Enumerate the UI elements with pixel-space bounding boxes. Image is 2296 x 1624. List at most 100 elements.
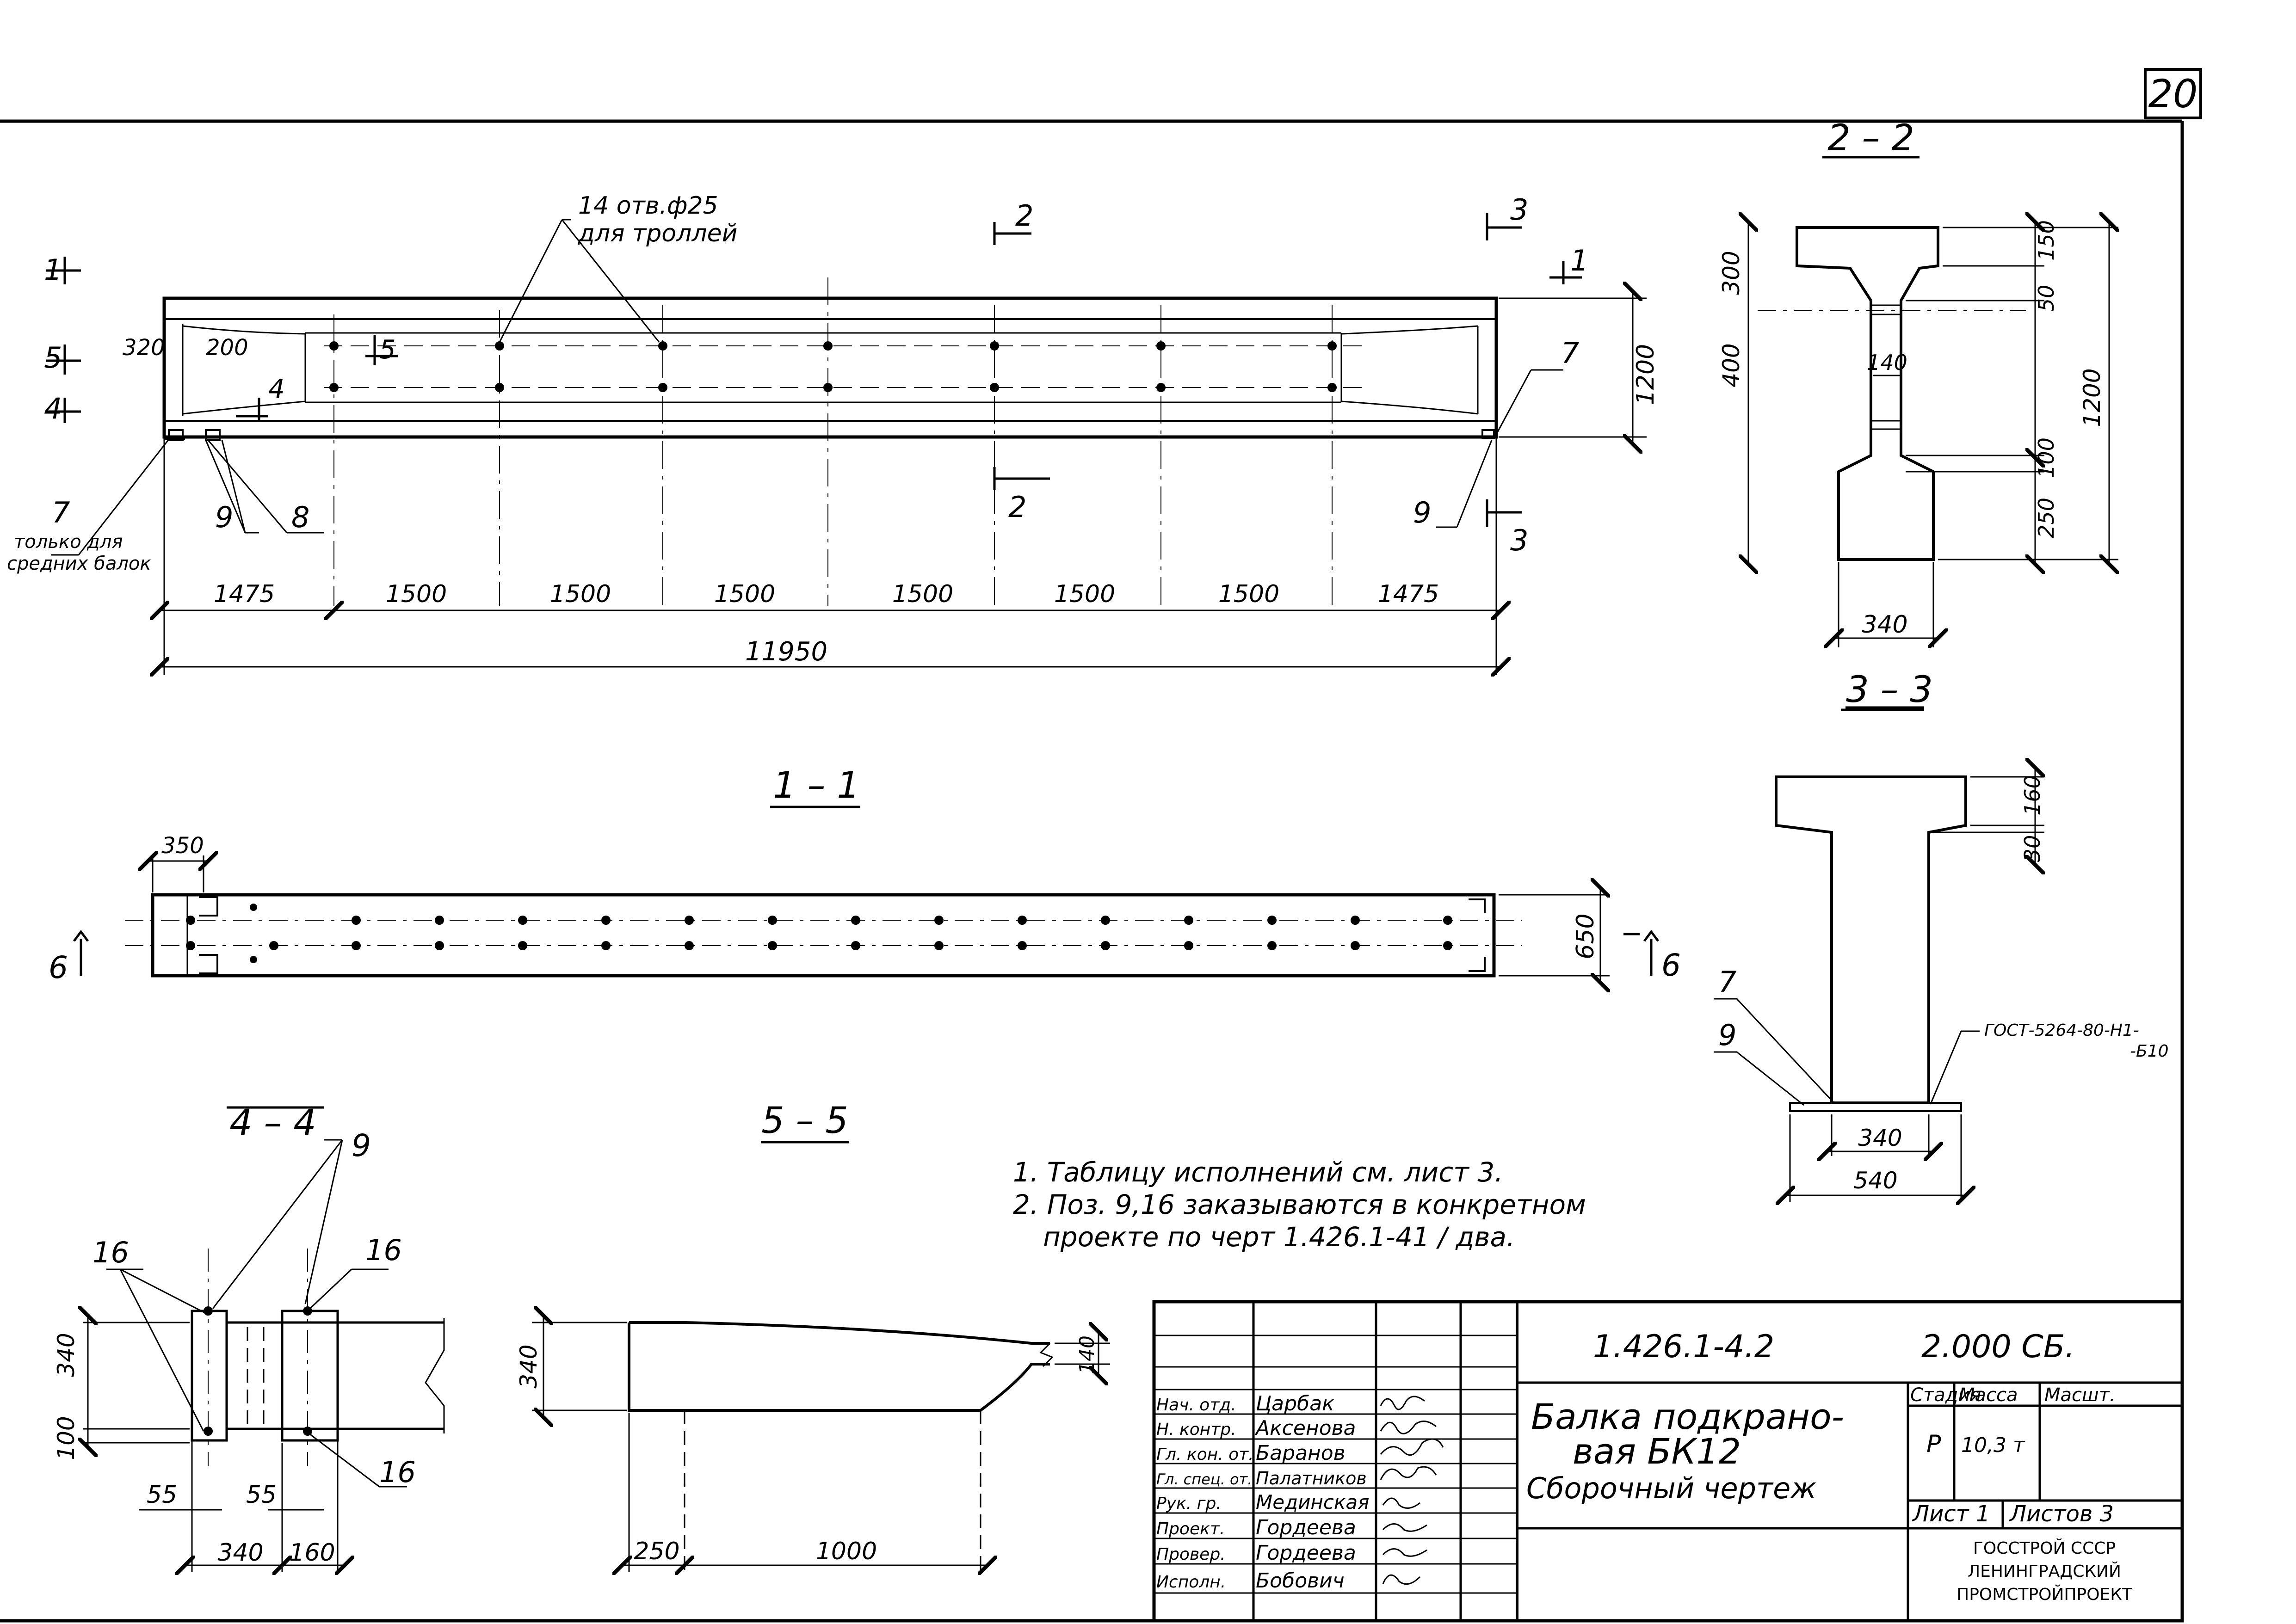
holes-note-2: для троллей — [578, 220, 737, 247]
dim-320: 320 — [123, 335, 165, 361]
signer-role: Исполн. — [1156, 1573, 1226, 1592]
weld-gost-1: ГОСТ-5264-80-Н1- — [1984, 1021, 2139, 1040]
dim-2-50: 50 — [2034, 285, 2059, 312]
mark-6-right: 6 — [1661, 947, 1681, 983]
drawing-name-1: Балка подкрано- — [1531, 1396, 1844, 1437]
dim-4-55-left: 55 — [147, 1481, 177, 1509]
dim-5-1000: 1000 — [816, 1538, 877, 1565]
pos-9-left: 9 — [215, 500, 233, 534]
dim-4-100: 100 — [53, 1416, 80, 1460]
holes-note-1: 14 отв.ф25 — [578, 192, 718, 220]
mark-section-4-inner: 4 — [268, 374, 285, 404]
dim-4-340-bottom: 340 — [217, 1539, 263, 1567]
section-5-5-title: 5 – 5 — [761, 1100, 848, 1142]
dim-2-300: 300 — [1718, 251, 1745, 295]
title-block — [1152, 1300, 2184, 1623]
dim-3-160: 160 — [2020, 775, 2045, 816]
pos-7-right: 7 — [1561, 336, 1579, 370]
pos-9-right: 9 — [1413, 496, 1431, 529]
section-4-4-title: 4 – 4 — [229, 1102, 316, 1144]
dim-2-250: 250 — [2034, 498, 2059, 538]
org-line-1: ГОССТРОЙ СССР — [1973, 1538, 2116, 1558]
elevation-view — [46, 213, 1647, 675]
signer-role: Н. контр. — [1156, 1420, 1236, 1439]
org-line-2: ЛЕНИНГРАДСКИЙ — [1968, 1562, 2121, 1581]
signer-name: Палатников — [1256, 1468, 1367, 1489]
dim-2-150: 150 — [2034, 220, 2059, 261]
doc-designation: 2.000 СБ. — [1921, 1329, 2075, 1365]
title-block-text: 1.426.1-4.2 2.000 СБ. Балка подкрано- ва… — [1156, 1329, 2133, 1604]
signer-name: Мединская — [1256, 1491, 1369, 1513]
section-3-3-labels: 3 – 3 160 30 340 540 7 9 ГОСТ-5264-80-Н1… — [1718, 669, 2169, 1194]
stage-header: Стадия — [1910, 1384, 1981, 1406]
dim-5-340: 340 — [515, 1344, 542, 1388]
stage-value: Р — [1926, 1430, 1941, 1458]
mark-section-3-bottom: 3 — [1510, 523, 1528, 557]
signer-name: Бобович — [1256, 1569, 1345, 1593]
dim-4-340: 340 — [53, 1333, 80, 1377]
mark-section-2-bottom: 2 — [1008, 490, 1026, 524]
section-1-1-labels: 1 – 1 350 650 6 6 — [49, 765, 1681, 985]
dim-5-250: 250 — [634, 1538, 679, 1565]
section-4-4 — [83, 1106, 445, 1572]
dim-200: 200 — [206, 335, 248, 361]
mark-section-5: 5 — [44, 341, 62, 375]
scale-header: Масшт. — [2044, 1384, 2116, 1406]
dim-2-400: 400 — [1718, 343, 1745, 387]
elevation-labels: 14 отв.ф25 для троллей 1 5 4 320 200 5 4… — [7, 192, 1660, 667]
sheet-count: Листов 3 — [2009, 1501, 2114, 1527]
section-2-2-labels: 2 – 2 300 400 150 50 140 100 250 1200 34… — [1718, 117, 2105, 639]
mass-header: Масса — [1959, 1384, 2018, 1406]
pos-7-left: 7 — [52, 496, 70, 529]
signer-role: Нач. отд. — [1156, 1396, 1236, 1415]
section-5-5-labels: 5 – 5 340 140 250 1000 — [515, 1100, 1099, 1565]
section-5-5 — [532, 1141, 1110, 1572]
weld-gost-2: -Б10 — [2130, 1042, 2169, 1061]
signer-role: Провер. — [1156, 1545, 1226, 1564]
drawing-name-2: вая БК12 — [1573, 1431, 1741, 1472]
note-1: 1. Таблицу исполнений см. лист 3. — [1013, 1156, 1503, 1188]
general-notes: 1. Таблицу исполнений см. лист 3. 2. Поз… — [1013, 1156, 1586, 1253]
dim-total-length: 11950 — [745, 637, 827, 667]
note-middle-beams-1: только для — [14, 531, 123, 553]
dim-height-1200: 1200 — [1632, 344, 1660, 405]
dim-4-160: 160 — [289, 1539, 335, 1567]
pos-9-section-3: 9 — [1718, 1018, 1736, 1052]
pos-8-left: 8 — [291, 500, 309, 534]
section-4-4-labels: 4 – 4 9 16 16 16 340 100 55 55 340 160 — [53, 1102, 416, 1567]
org-line-3: ПРОМСТРОЙПРОЕКТ — [1957, 1585, 2133, 1604]
note-2: 2. Поз. 9,16 заказываются в конкретном — [1013, 1189, 1586, 1220]
mark-section-5-inner: 5 — [379, 335, 396, 365]
section-2-2-title: 2 – 2 — [1827, 117, 1914, 159]
section-3-3 — [1714, 708, 2044, 1202]
dim-3-30: 30 — [2020, 835, 2045, 862]
note-3: проекте по черт 1.426.1-41 / два. — [1043, 1221, 1515, 1253]
mark-6-left: 6 — [49, 950, 68, 985]
dim-4-55-right: 55 — [246, 1481, 277, 1509]
pos-16-bottom: 16 — [379, 1455, 416, 1489]
dim-2-340: 340 — [1862, 611, 1907, 639]
section-1-1 — [73, 806, 1659, 983]
mass-value: 10,3 т — [1961, 1433, 2025, 1457]
dim-5-140: 140 — [1075, 1335, 1099, 1374]
doc-code: 1.426.1-4.2 — [1593, 1329, 1774, 1365]
dim-2-140: 140 — [1867, 350, 1907, 375]
signatures — [1380, 1396, 1444, 1585]
signer-name: Гордеева — [1256, 1541, 1356, 1565]
section-2-2 — [1748, 156, 2118, 709]
dim-space-3: 1500 — [550, 580, 611, 608]
signer-name: Аксенова — [1254, 1416, 1356, 1440]
mark-section-1: 1 — [44, 253, 62, 287]
dim-space-5: 1500 — [892, 580, 953, 608]
section-3-3-title: 3 – 3 — [1846, 669, 1933, 711]
pos-7-section-3: 7 — [1718, 965, 1736, 999]
dim-space-2: 1500 — [386, 580, 447, 608]
dim-3-540: 540 — [1853, 1167, 1897, 1194]
dim-2-1200: 1200 — [2079, 368, 2105, 427]
sheet-number: 20 — [2148, 71, 2198, 117]
dim-space-1: 1475 — [214, 580, 275, 608]
sheet-index: Лист 1 — [1912, 1501, 1990, 1527]
drawing-name-3: Сборочный чертеж — [1526, 1471, 1816, 1505]
dim-3-340: 340 — [1858, 1125, 1902, 1151]
